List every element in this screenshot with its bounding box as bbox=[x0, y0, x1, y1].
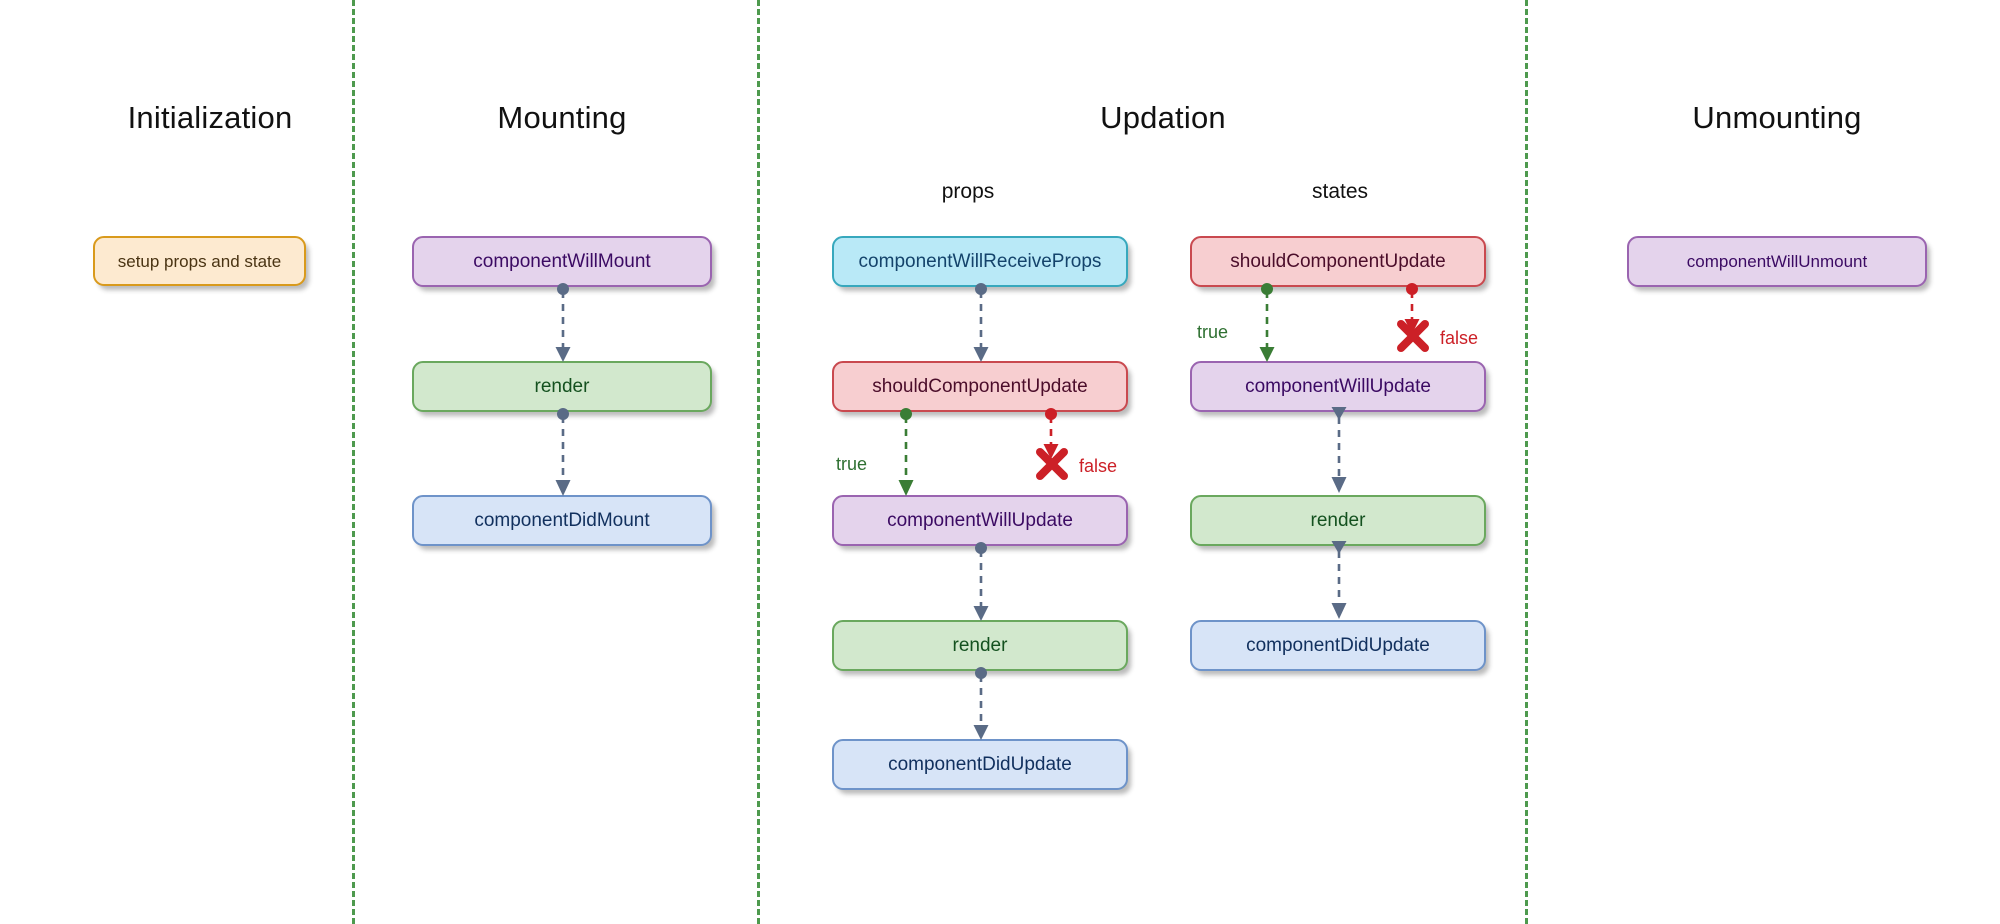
node-states-component-did-update[interactable]: componentDidUpdate bbox=[1190, 620, 1486, 671]
section-divider-3 bbox=[1525, 0, 1528, 924]
connector-props-false-branch bbox=[1040, 408, 1062, 464]
connector-states-true-branch bbox=[1256, 283, 1278, 367]
section-title-initialization: Initialization bbox=[127, 100, 293, 135]
node-props-component-did-update[interactable]: componentDidUpdate bbox=[832, 739, 1128, 790]
node-component-will-mount[interactable]: componentWillMount bbox=[412, 236, 712, 287]
branch-label-props-true: true bbox=[836, 454, 868, 474]
branch-label-states-false: false bbox=[1440, 328, 1479, 348]
connector-states-false-branch bbox=[1401, 283, 1423, 339]
node-states-render[interactable]: render bbox=[1190, 495, 1486, 546]
node-props-render[interactable]: render bbox=[832, 620, 1128, 671]
connector-props-render-to-did-update bbox=[970, 667, 992, 745]
connector-props-true-branch bbox=[895, 408, 917, 500]
node-component-did-mount[interactable]: componentDidMount bbox=[412, 495, 712, 546]
node-setup-props-and-state[interactable]: setup props and state bbox=[93, 236, 306, 286]
node-states-should-component-update[interactable]: shouldComponentUpdate bbox=[1190, 236, 1486, 287]
node-component-will-unmount[interactable]: componentWillUnmount bbox=[1627, 236, 1927, 287]
connector-states-will-update-to-render bbox=[1328, 407, 1350, 497]
connector-mount-render-to-did-mount bbox=[552, 408, 574, 500]
section-divider-1 bbox=[352, 0, 355, 924]
node-states-component-will-update[interactable]: componentWillUpdate bbox=[1190, 361, 1486, 412]
section-title-mounting: Mounting bbox=[497, 100, 627, 135]
section-divider-2 bbox=[757, 0, 760, 924]
node-mounting-render[interactable]: render bbox=[412, 361, 712, 412]
section-title-updation: Updation bbox=[1100, 100, 1226, 135]
connector-props-receive-to-should-update bbox=[970, 283, 992, 367]
branch-label-props-false: false bbox=[1079, 456, 1118, 476]
branch-label-states-true: true bbox=[1197, 322, 1229, 342]
connector-props-will-update-to-render bbox=[970, 542, 992, 626]
connector-mount-will-to-render bbox=[552, 283, 574, 367]
props-false-stop-x-icon bbox=[1032, 444, 1072, 484]
node-component-will-receive-props[interactable]: componentWillReceiveProps bbox=[832, 236, 1128, 287]
node-props-component-will-update[interactable]: componentWillUpdate bbox=[832, 495, 1128, 546]
subsection-title-states: states bbox=[1311, 180, 1369, 203]
section-title-unmounting: Unmounting bbox=[1692, 100, 1862, 135]
connector-states-render-to-did-update bbox=[1328, 541, 1350, 623]
subsection-title-props: props bbox=[941, 180, 995, 203]
node-props-should-component-update[interactable]: shouldComponentUpdate bbox=[832, 361, 1128, 412]
states-false-stop-x-icon bbox=[1393, 316, 1433, 356]
